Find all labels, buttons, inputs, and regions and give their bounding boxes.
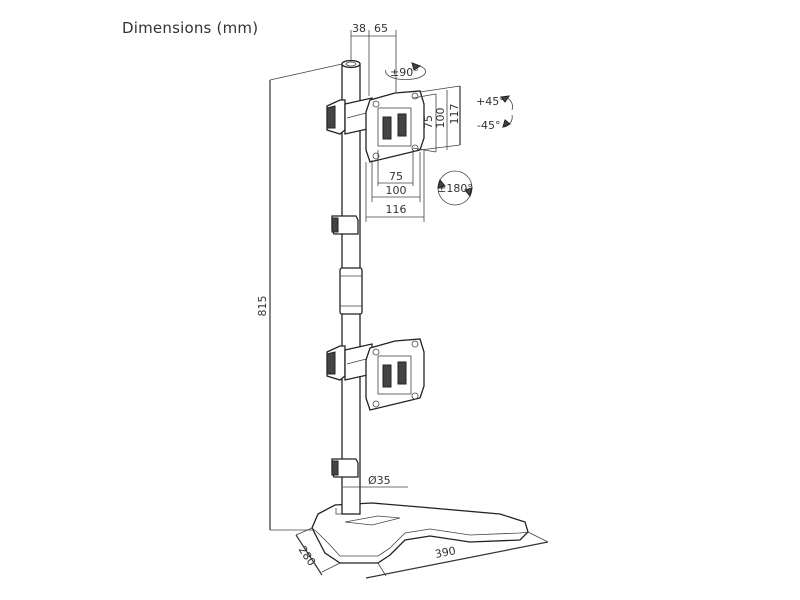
- arm-offset-label: 65: [374, 22, 388, 35]
- lower-mount: [326, 338, 425, 411]
- page-title: Dimensions (mm): [122, 19, 259, 37]
- tilt-down-label: -45°: [477, 119, 500, 132]
- base-width-label: 390: [434, 544, 457, 561]
- plate-width-label: 116: [386, 203, 407, 216]
- swivel-arrow-icon: [385, 65, 426, 80]
- vesa-v-75-label: 75: [422, 115, 435, 129]
- tilt-up-label: +45°: [476, 95, 505, 108]
- vesa-v-100-label: 100: [434, 108, 447, 129]
- dimension-lines: [269, 30, 549, 579]
- pole-offset-label: 38: [352, 22, 366, 35]
- rotation-label: ±180°: [437, 182, 473, 195]
- total-height-label: 815: [256, 296, 269, 317]
- dimension-labels: 38 65 ±90° +45° -45° ±180° 75 100 116 75…: [256, 22, 505, 568]
- cable-clip-lower: [331, 458, 359, 478]
- pole-diameter-label: Ø35: [368, 474, 391, 487]
- base: [311, 502, 529, 564]
- vesa-h-100-label: 100: [386, 184, 407, 197]
- cable-clip-upper: [331, 215, 359, 235]
- vesa-h-75-label: 75: [389, 170, 403, 183]
- rotation-arrows: [385, 62, 513, 206]
- plate-height-label: 117: [448, 104, 461, 125]
- swivel-label: ±90°: [390, 66, 419, 79]
